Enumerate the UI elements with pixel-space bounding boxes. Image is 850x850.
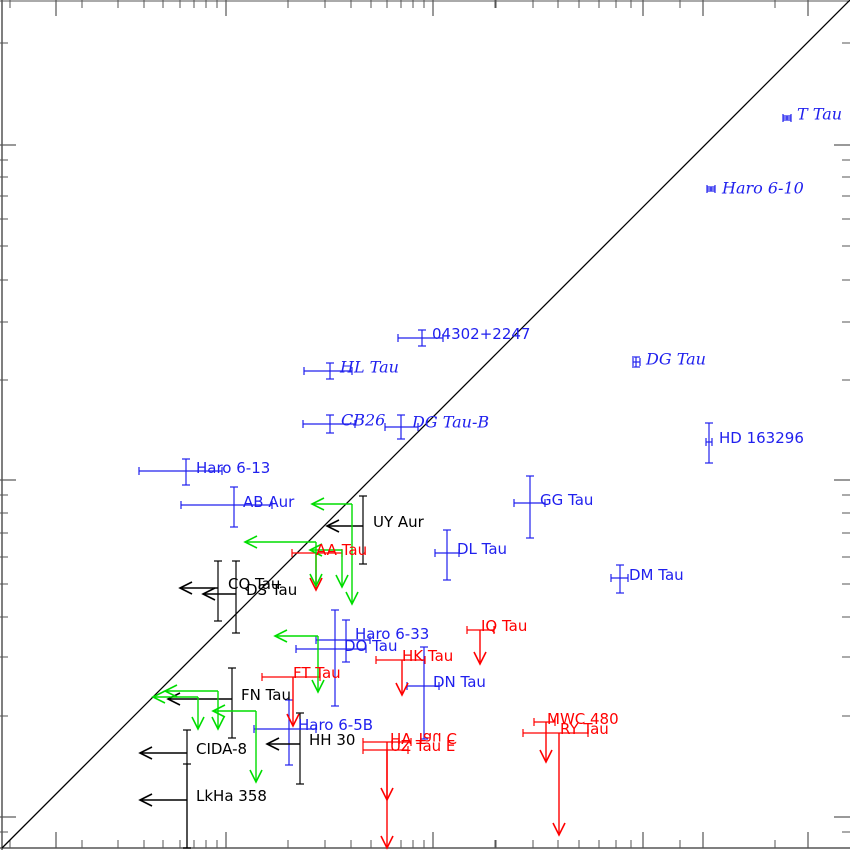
point-label: CQ Tau: [228, 575, 280, 593]
point-label: UZ Tau E: [390, 737, 455, 755]
point-ds-tau: [201, 560, 240, 634]
arrow-left-icon: [151, 690, 166, 704]
point-label: DM Tau: [629, 566, 684, 584]
point-hh-30: [265, 712, 304, 785]
point-dl-tau: [434, 529, 460, 581]
arrow-down-icon: [191, 716, 205, 731]
arrow-down-icon: [286, 713, 300, 728]
arrow-down-icon: [395, 682, 409, 697]
point-label: AB Aur: [243, 493, 295, 511]
point-label: RY Tau: [560, 720, 609, 738]
point-label: IQ Tau: [481, 617, 527, 635]
point-label: T Tau: [797, 105, 842, 124]
point-label: GG Tau: [540, 491, 593, 509]
point-dg-tau: [632, 356, 641, 368]
point-haro-6-10: [706, 185, 716, 193]
point-label: DN Tau: [433, 673, 486, 691]
point-label: HL Tau: [339, 358, 399, 377]
arrow-left-icon: [211, 704, 226, 718]
point-label: Haro 6-33: [355, 625, 429, 643]
point-label: DO Tau: [344, 637, 398, 655]
point-label: HV Tau C: [390, 729, 457, 747]
point-label: Haro 6-10: [721, 179, 804, 198]
point-mwc-480: [533, 718, 556, 764]
point-dm-tau: [610, 564, 629, 594]
point-label: UY Aur: [373, 513, 425, 531]
point-label: LkHa 358: [196, 787, 267, 805]
point-ab-aur: [180, 486, 273, 528]
point-green-4: [273, 629, 325, 694]
point-hd-163296: [705, 422, 713, 464]
point-green-7: [211, 704, 263, 784]
point-fn-tau: [166, 667, 236, 739]
point-cb26: [302, 414, 356, 434]
point-label: MWC 480: [547, 710, 619, 728]
point-green-3: [308, 543, 349, 589]
arrow-down-icon: [345, 591, 359, 606]
arrow-down-icon: [311, 679, 325, 694]
point-label: DL Tau: [457, 540, 507, 558]
arrow-left-icon: [310, 497, 325, 511]
point-label: DG Tau: [645, 350, 706, 369]
arrow-left-icon: [265, 737, 280, 751]
point-label: DG Tau-B: [411, 413, 489, 432]
arrow-left-icon: [325, 519, 340, 533]
arrow-left-icon: [166, 692, 181, 706]
arrow-left-icon: [243, 535, 258, 549]
arrow-left-icon: [273, 629, 288, 643]
point-label: HD 163296: [719, 429, 804, 447]
point-haro-6-5b: [253, 699, 317, 766]
point-cq-tau: [178, 560, 222, 622]
point-hl-tau: [303, 362, 353, 380]
point-green-1: [310, 497, 359, 606]
arrow-left-icon: [138, 746, 153, 760]
arrow-down-icon: [309, 573, 323, 588]
point-ft-tau: [261, 673, 321, 728]
arrow-down-icon: [335, 574, 349, 589]
point-haro-6-33: [295, 609, 367, 707]
point-gg-tau: [513, 475, 546, 539]
point-label: FT Tau: [293, 664, 341, 682]
point-ry-tau: [522, 729, 589, 837]
point-dg-tau-b: [384, 414, 419, 440]
point-uz-tau-e: [362, 746, 409, 850]
arrow-down-icon: [539, 749, 553, 764]
arrow-left-icon: [138, 793, 153, 807]
point-label: DS Tau: [246, 581, 297, 599]
point-do-tau: [315, 619, 371, 663]
data-points: [138, 114, 792, 850]
arrow-down-icon: [211, 716, 225, 731]
point-label: AA Tau: [316, 541, 367, 559]
point-label: Haro 6-5B: [298, 716, 373, 734]
point-04302-2247: [397, 329, 444, 347]
point-label: Haro 6-13: [196, 459, 270, 477]
arrow-down-icon: [249, 769, 263, 784]
point-label: CIDA-8: [196, 740, 247, 758]
point-uy-aur: [325, 495, 367, 565]
point-label: 04302+2247: [432, 325, 530, 343]
point-hk-tau: [375, 656, 426, 697]
point-iq-tau: [466, 626, 495, 666]
point-label: CB26: [341, 411, 385, 430]
arrow-down-icon: [552, 822, 566, 837]
arrow-down-icon: [473, 651, 487, 666]
point-label: HH 30: [309, 731, 355, 749]
point-lkha-358: [138, 763, 191, 849]
arrow-left-icon: [201, 587, 216, 601]
arrow-left-icon: [178, 581, 193, 595]
point-t-tau: [782, 114, 792, 122]
arrow-left-icon: [308, 543, 323, 557]
point-green-6: [151, 690, 205, 731]
point-label: HK Tau: [402, 647, 453, 665]
arrow-down-icon: [380, 835, 394, 850]
point-haro-6-13: [138, 458, 223, 486]
point-label: FN Tau: [241, 686, 291, 704]
arrow-down-icon: [309, 577, 323, 592]
